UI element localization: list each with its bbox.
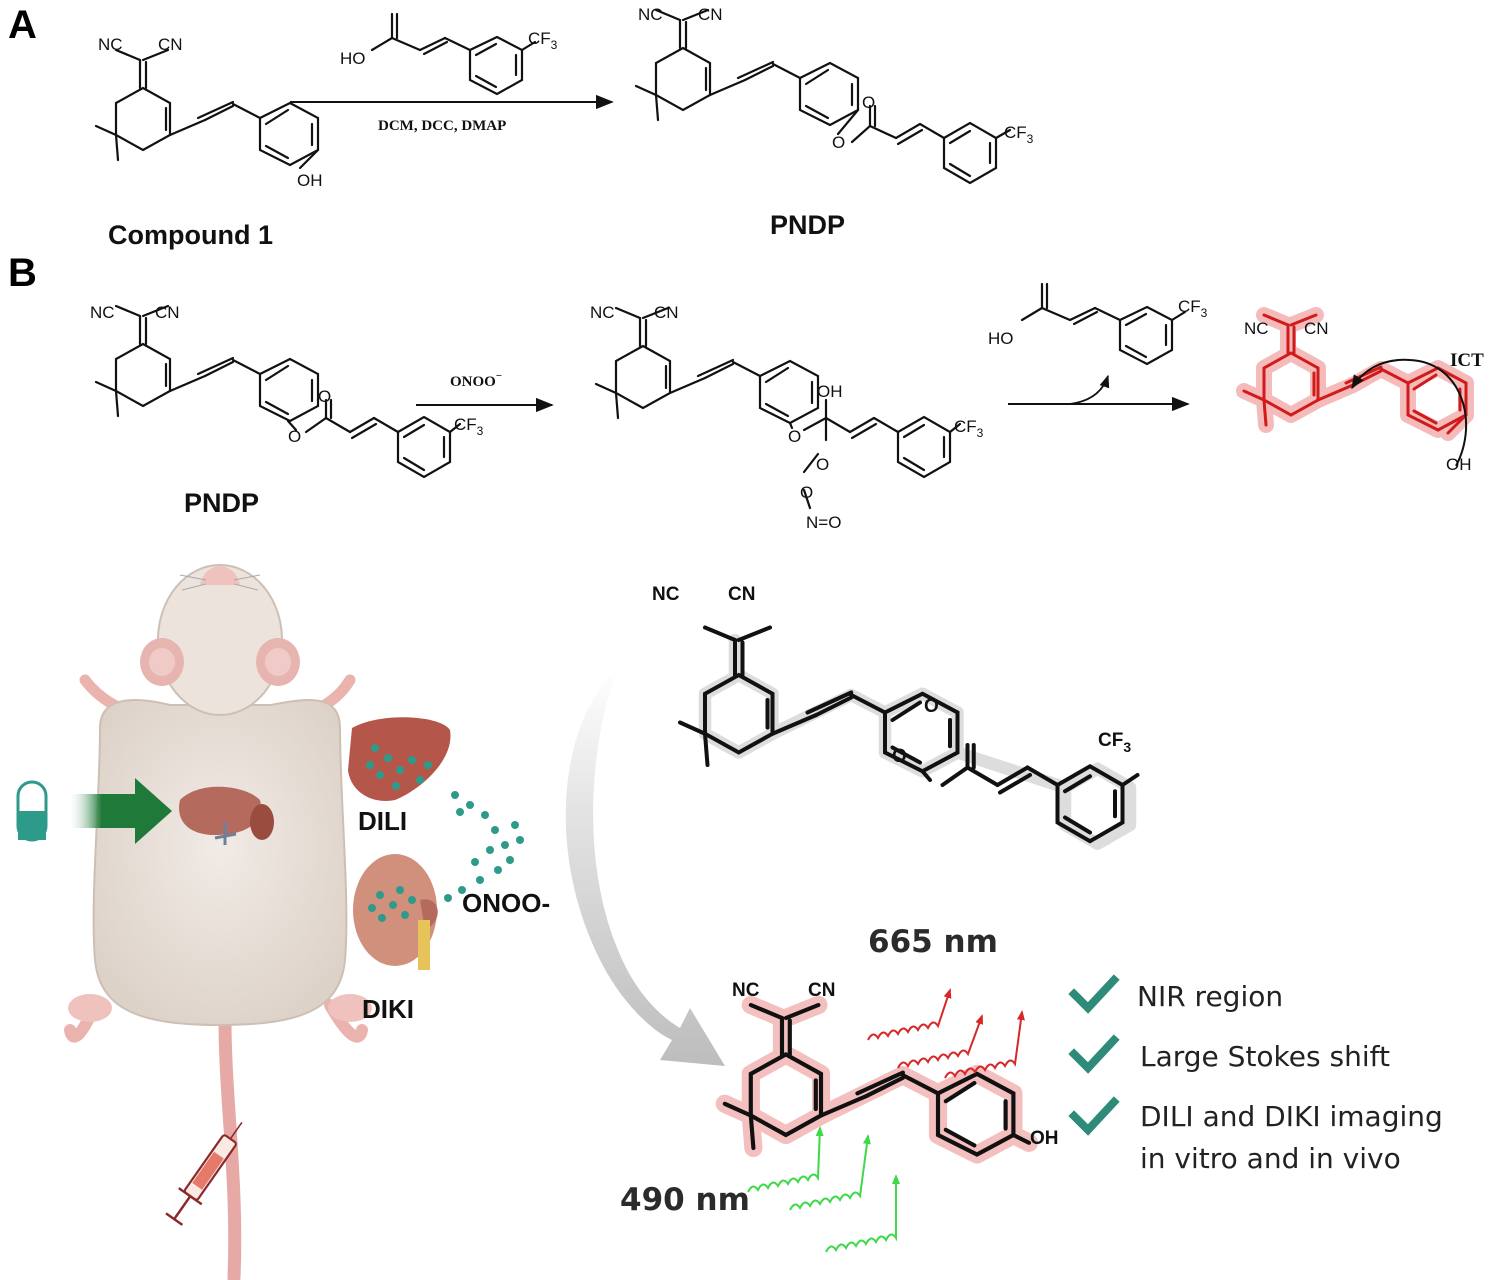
atom-nc: NC xyxy=(638,5,663,24)
peroxynitrite-intermediate-structure xyxy=(594,306,962,510)
atom-o: O xyxy=(788,427,801,446)
atom-nc: NC xyxy=(98,35,123,54)
atom-ho: HO xyxy=(988,329,1014,348)
byproduct-release-arrow xyxy=(1069,374,1110,405)
panel-label-a: A xyxy=(8,3,37,47)
drug-capsule-icon xyxy=(16,780,48,842)
atom-o: O xyxy=(816,455,829,474)
atom-cf3: CF3 xyxy=(528,29,558,52)
feature-stokes-shift: Large Stokes shift xyxy=(1140,1040,1390,1073)
cinnamic-acid-reagent xyxy=(370,12,537,96)
fluorophore-product-red xyxy=(1236,307,1474,441)
kidney-icon xyxy=(353,854,438,970)
atom-o: O xyxy=(800,483,813,502)
atom-o: O xyxy=(288,427,301,446)
pndp-label-b: PNDP xyxy=(184,488,259,518)
compound-1-label: Compound 1 xyxy=(108,220,273,250)
emission-waves xyxy=(867,988,1025,1079)
atom-cf3: CF3 xyxy=(954,417,984,440)
atom-o: O xyxy=(892,746,907,767)
fluorophore-bold-red xyxy=(715,995,1039,1164)
atom-nc: NC xyxy=(90,303,115,322)
reagent-onoo: ONOO− xyxy=(450,370,502,390)
drug-delivery-arrow xyxy=(70,778,172,844)
atom-o: O xyxy=(924,696,939,717)
atom-ho: HO xyxy=(340,49,366,68)
pndp-structure-b xyxy=(94,304,462,479)
atom-cf3: CF3 xyxy=(454,415,484,438)
cinnamic-acid-byproduct xyxy=(1020,282,1187,366)
pndp-structure-a xyxy=(634,8,1012,185)
atom-cn: CN xyxy=(155,303,180,322)
atom-cn: CN xyxy=(158,35,183,54)
emission-wavelength: 665 nm xyxy=(868,924,998,960)
atom-cn: CN xyxy=(728,584,755,605)
feature-imaging-context: in vitro and in vivo xyxy=(1140,1142,1401,1175)
pndp-label-a: PNDP xyxy=(770,210,845,240)
pndp-probe-bold xyxy=(678,625,1140,850)
reaction-conditions: DCM, DCC, DMAP xyxy=(378,118,506,134)
atom-cn: CN xyxy=(698,5,723,24)
atom-oh: OH xyxy=(1030,1128,1059,1149)
atom-nc: NC xyxy=(732,980,760,1001)
atom-oh: OH xyxy=(1446,455,1472,474)
atom-o: O xyxy=(862,93,875,112)
dili-label: DILI xyxy=(358,806,407,836)
excitation-wavelength: 490 nm xyxy=(620,1182,750,1218)
atom-nc: NC xyxy=(1244,319,1269,338)
atom-cn: CN xyxy=(808,980,835,1001)
atom-cf3: CF3 xyxy=(1098,730,1131,755)
atom-o: O xyxy=(318,387,331,406)
conversion-arrow xyxy=(565,668,725,1066)
excitation-waves xyxy=(747,1126,900,1253)
atom-cn: CN xyxy=(654,303,679,322)
atom-cn: CN xyxy=(1304,319,1329,338)
atom-nitroso: N=O xyxy=(806,513,841,532)
compound-1-structure xyxy=(94,48,320,170)
feature-check-3 xyxy=(1068,1096,1120,1136)
ict-label: ICT xyxy=(1450,350,1484,371)
atom-oh: OH xyxy=(297,171,323,190)
ict-arrow xyxy=(1351,358,1468,467)
feature-check-2 xyxy=(1068,1034,1120,1074)
atom-cf3: CF3 xyxy=(1178,297,1208,320)
onoo-label: ONOO- xyxy=(462,888,550,918)
atom-cf3: CF3 xyxy=(1004,123,1034,146)
atom-oh: OH xyxy=(817,382,843,401)
diki-label: DIKI xyxy=(362,994,414,1024)
panel-label-b: B xyxy=(8,251,37,295)
feature-imaging: DILI and DIKI imaging xyxy=(1140,1100,1443,1133)
liver-icon xyxy=(348,717,451,801)
onoo-particle-cloud xyxy=(444,791,524,902)
atom-nc: NC xyxy=(652,584,680,605)
feature-nir-region: NIR region xyxy=(1137,980,1283,1013)
feature-check-1 xyxy=(1068,974,1120,1014)
syringe-icon xyxy=(165,1122,243,1226)
atom-o: O xyxy=(832,133,845,152)
rat-illustration xyxy=(64,564,372,1280)
atom-nc: NC xyxy=(590,303,615,322)
